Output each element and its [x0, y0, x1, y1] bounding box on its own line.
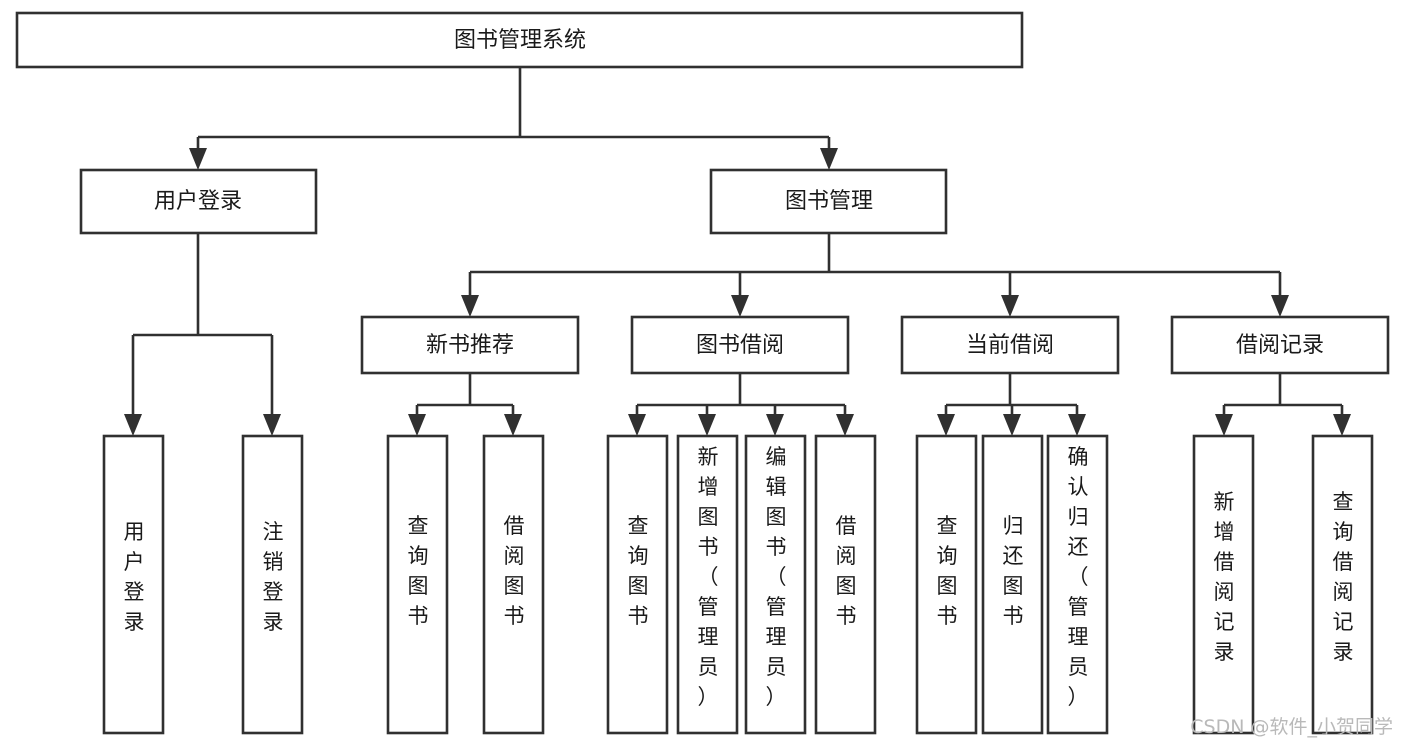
node-leaf-add-book-label: 新增图书（管理员） [698, 445, 719, 709]
arrow-root-to-book-manage [820, 148, 838, 170]
node-current-borrow-label: 当前借阅 [966, 333, 1054, 358]
node-leaf-query-book-3-box[interactable] [915, 434, 978, 735]
node-leaf-query-record-box[interactable] [1311, 434, 1374, 735]
node-leaf-query-book-2[interactable]: 查询图书 [606, 434, 669, 735]
node-leaf-user-login-label: 用户登录 [124, 520, 145, 634]
node-book-manage-box[interactable] [709, 168, 948, 235]
arrow-to-leaf-user-login [124, 414, 142, 436]
node-leaf-return-book-label: 归还图书 [1003, 514, 1024, 628]
node-leaf-query-book-3[interactable]: 查询图书 [915, 434, 978, 735]
node-leaf-query-book-2-label: 查询图书 [628, 514, 649, 628]
node-leaf-add-record-box[interactable] [1192, 434, 1255, 735]
connector-layer [124, 67, 1351, 436]
node-leaf-logout-login-label: 注销登录 [263, 520, 284, 634]
node-leaf-borrow-book-1-label: 借阅图书 [504, 514, 525, 628]
node-book-manage[interactable]: 图书管理 [709, 168, 948, 235]
arrow-to-leaf-query-book-1 [408, 414, 426, 436]
node-new-book-recommend-box[interactable] [360, 315, 580, 375]
arrow-to-leaf-confirm-return [1068, 414, 1086, 436]
node-root-box[interactable] [15, 11, 1024, 69]
arrow-to-new-book-recommend [461, 295, 479, 317]
arrow-to-leaf-return-book [1003, 414, 1021, 436]
node-leaf-borrow-book-2-label: 借阅图书 [836, 514, 857, 628]
node-root-label: 图书管理系统 [454, 28, 586, 53]
arrow-to-leaf-query-record [1333, 414, 1351, 436]
node-user-login[interactable]: 用户登录 [79, 168, 318, 235]
arrow-to-leaf-borrow-book-1 [504, 414, 522, 436]
node-leaf-confirm-return-label: 确认归还（管理员） [1068, 445, 1089, 709]
node-leaf-query-record-label: 查询借阅记录 [1333, 490, 1354, 664]
node-leaf-borrow-book-2-box[interactable] [814, 434, 877, 735]
node-leaf-user-login[interactable]: 用户登录 [102, 434, 165, 735]
node-leaf-edit-book-box[interactable] [744, 434, 807, 735]
arrow-to-leaf-logout-login [263, 414, 281, 436]
node-leaf-query-book-3-label: 查询图书 [937, 514, 958, 628]
node-leaf-borrow-book-1-box[interactable] [482, 434, 545, 735]
node-leaf-edit-book[interactable]: 编辑图书（管理员） [744, 434, 807, 735]
arrow-to-leaf-add-book [698, 414, 716, 436]
arrow-to-leaf-query-book-2 [628, 414, 646, 436]
arrow-to-book-borrow [731, 295, 749, 317]
node-root[interactable]: 图书管理系统 [15, 11, 1024, 69]
node-current-borrow[interactable]: 当前借阅 [900, 315, 1120, 375]
node-borrow-record-box[interactable] [1170, 315, 1390, 375]
node-book-borrow-label: 图书借阅 [696, 333, 784, 358]
node-book-manage-label: 图书管理 [785, 189, 873, 214]
node-leaf-query-book-1[interactable]: 查询图书 [386, 434, 449, 735]
node-leaf-edit-book-label: 编辑图书（管理员） [766, 445, 787, 709]
node-leaf-query-book-1-label: 查询图书 [408, 514, 429, 628]
arrow-to-current-borrow [1001, 295, 1019, 317]
arrow-root-to-user-login [189, 148, 207, 170]
arrow-to-leaf-add-record [1215, 414, 1233, 436]
node-leaf-logout-login-box[interactable] [241, 434, 304, 735]
node-leaf-query-book-2-box[interactable] [606, 434, 669, 735]
csdn-watermark: CSDN @软件_小贺同学 [1190, 716, 1393, 738]
node-leaf-add-book[interactable]: 新增图书（管理员） [676, 434, 739, 735]
node-new-book-recommend[interactable]: 新书推荐 [360, 315, 580, 375]
node-new-book-recommend-label: 新书推荐 [426, 333, 514, 358]
node-borrow-record-label: 借阅记录 [1236, 333, 1324, 358]
node-leaf-return-book-box[interactable] [981, 434, 1044, 735]
node-leaf-query-book-1-box[interactable] [386, 434, 449, 735]
arrow-to-borrow-record [1271, 295, 1289, 317]
node-book-borrow-box[interactable] [630, 315, 850, 375]
arrow-to-leaf-edit-book [766, 414, 784, 436]
node-leaf-borrow-book-1[interactable]: 借阅图书 [482, 434, 545, 735]
node-leaf-borrow-book-2[interactable]: 借阅图书 [814, 434, 877, 735]
node-user-login-box[interactable] [79, 168, 318, 235]
node-user-login-label: 用户登录 [154, 189, 242, 214]
node-leaf-logout-login[interactable]: 注销登录 [241, 434, 304, 735]
node-leaf-user-login-box[interactable] [102, 434, 165, 735]
arrow-to-leaf-borrow-book-2 [836, 414, 854, 436]
node-leaf-add-book-box[interactable] [676, 434, 739, 735]
node-leaf-confirm-return[interactable]: 确认归还（管理员） [1046, 434, 1109, 735]
node-leaf-add-record[interactable]: 新增借阅记录 [1192, 434, 1255, 735]
node-leaf-return-book[interactable]: 归还图书 [981, 434, 1044, 735]
arrow-to-leaf-query-book-3 [937, 414, 955, 436]
node-current-borrow-box[interactable] [900, 315, 1120, 375]
node-leaf-add-record-label: 新增借阅记录 [1214, 490, 1235, 664]
node-leaf-query-record[interactable]: 查询借阅记录 [1311, 434, 1374, 735]
node-book-borrow[interactable]: 图书借阅 [630, 315, 850, 375]
node-leaf-confirm-return-box[interactable] [1046, 434, 1109, 735]
node-borrow-record[interactable]: 借阅记录 [1170, 315, 1390, 375]
